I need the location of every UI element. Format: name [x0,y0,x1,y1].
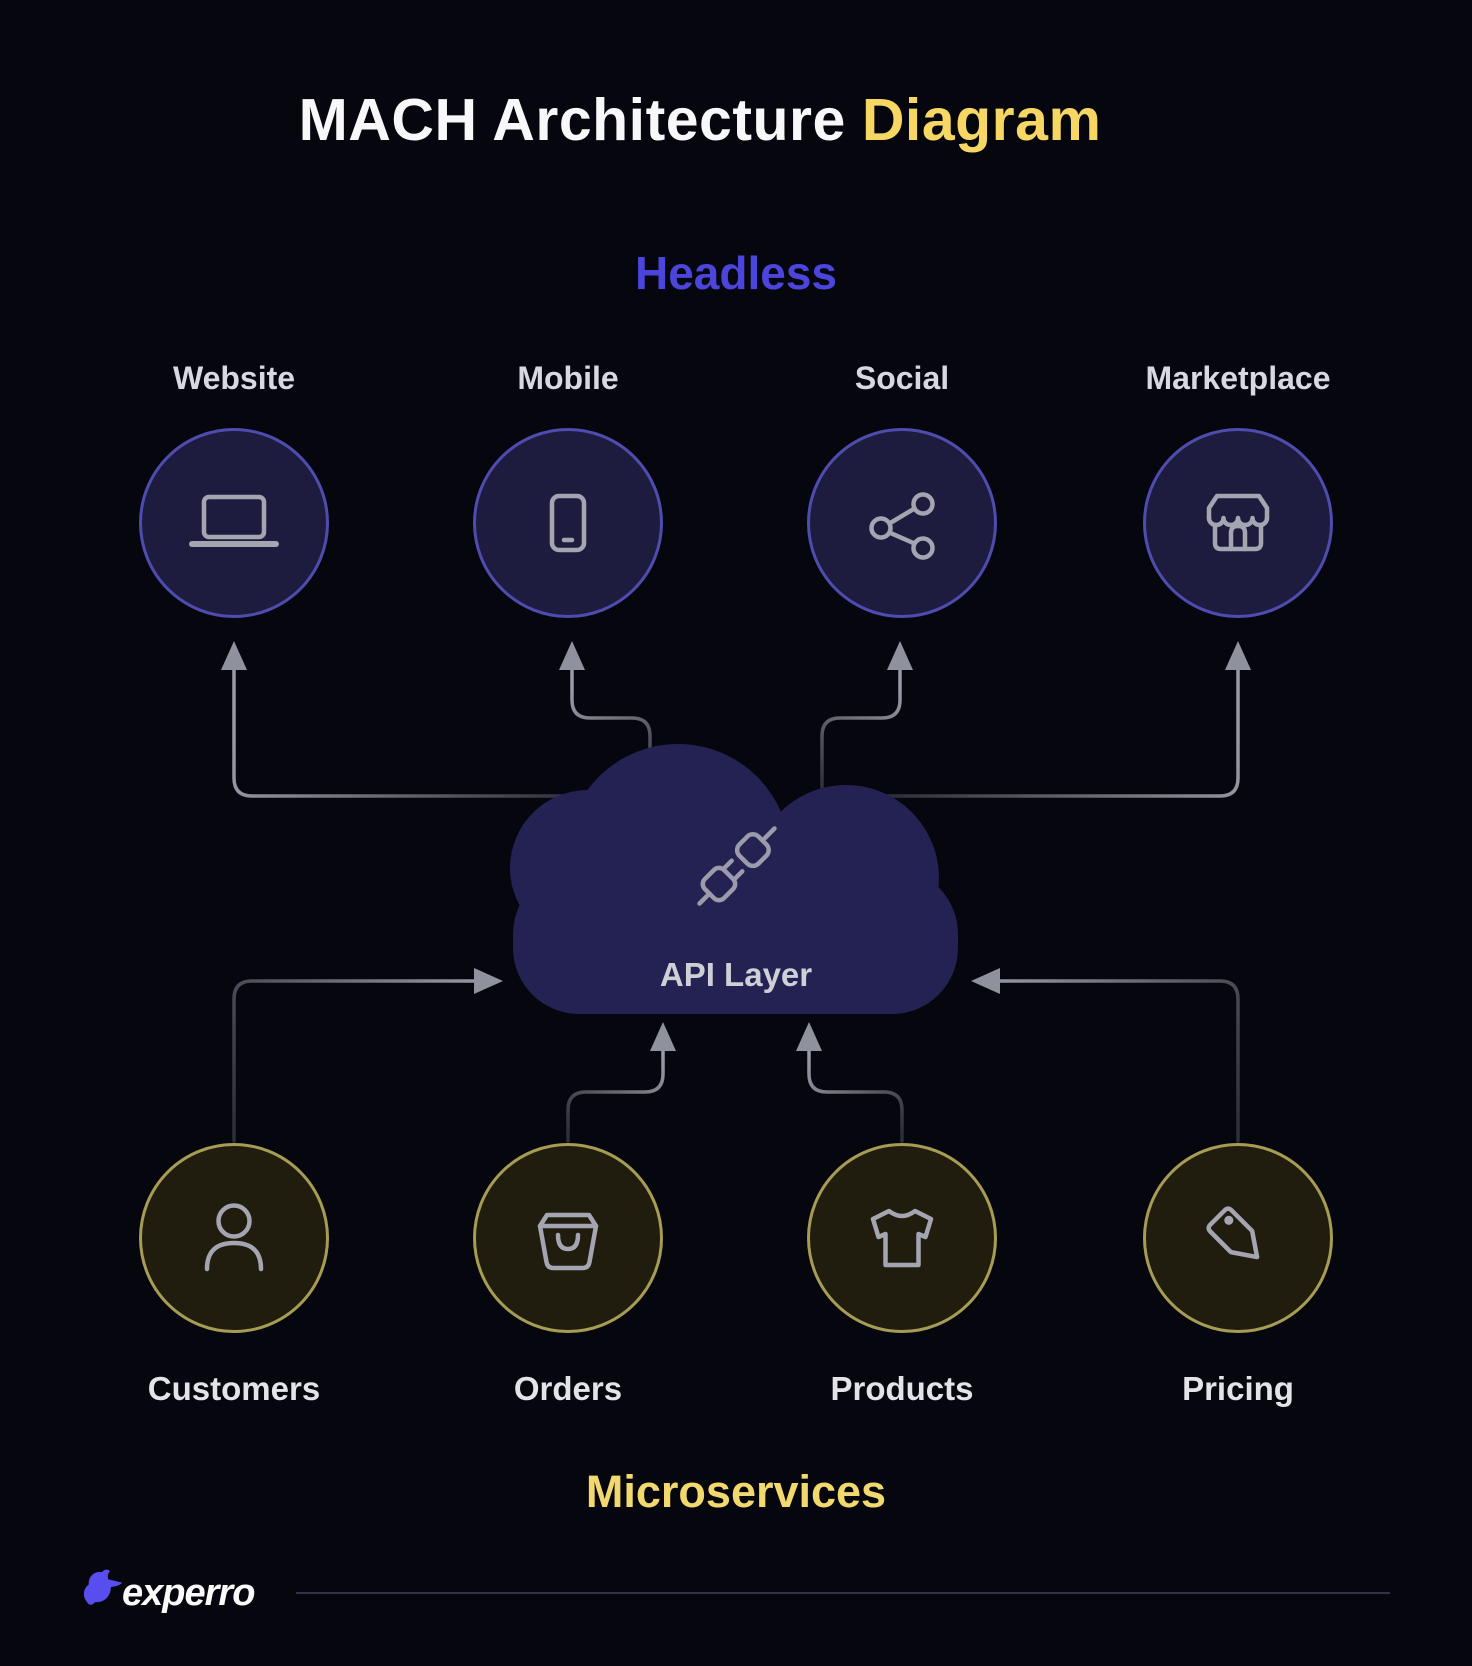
service-label-customers: Customers [147,1370,321,1407]
title-main: MACH Architecture [298,87,846,153]
arrow-orders-to-api [566,1047,665,1143]
arrow-api-to-website [232,666,587,798]
channel-node-mobile [473,428,663,618]
footer-divider [296,1592,1390,1594]
arrow-api-to-marketplace [885,666,1240,798]
page-title: MACH Architecture Diagram [299,86,1102,154]
service-node-pricing [1143,1143,1333,1333]
headless-section-label: Headless [634,247,838,299]
plug-icon [697,826,777,906]
service-node-orders [473,1143,663,1333]
channel-label-website: Website [172,360,296,396]
arrow-products-to-api [807,1047,904,1143]
bird-icon [83,1569,123,1605]
service-label-pricing: Pricing [1182,1370,1294,1407]
microservices-section-label: Microservices [585,1466,887,1517]
arrow-pricing-to-api [994,979,1240,1143]
user-icon [204,1203,264,1272]
brand-name: experro [122,1572,255,1614]
arrow-heads [221,641,1251,1051]
store-icon [1206,493,1270,552]
title-accent: Diagram [861,87,1102,153]
channel-node-social [807,428,997,618]
channel-label-social: Social [854,360,950,396]
arrow-lines [232,666,1240,1143]
bag-icon [537,1212,599,1271]
api-layer-label: API Layer [659,956,813,993]
tag-icon [1206,1206,1260,1260]
channel-label-marketplace: Marketplace [1145,360,1331,396]
channel-node-marketplace [1143,428,1333,618]
arrow-api-to-social [820,666,902,794]
channel-node-website [139,428,329,618]
service-label-products: Products [830,1370,974,1407]
arrow-api-to-mobile [570,666,652,794]
service-node-customers [139,1143,329,1333]
service-label-orders: Orders [513,1370,623,1407]
shirt-icon [870,1208,934,1268]
share-icon [869,492,935,560]
phone-icon [549,493,587,553]
service-node-products [807,1143,997,1333]
api-cloud [510,744,958,1014]
laptop-icon [189,494,279,547]
arrow-customers-to-api [232,979,478,1143]
channel-label-mobile: Mobile [517,360,619,396]
